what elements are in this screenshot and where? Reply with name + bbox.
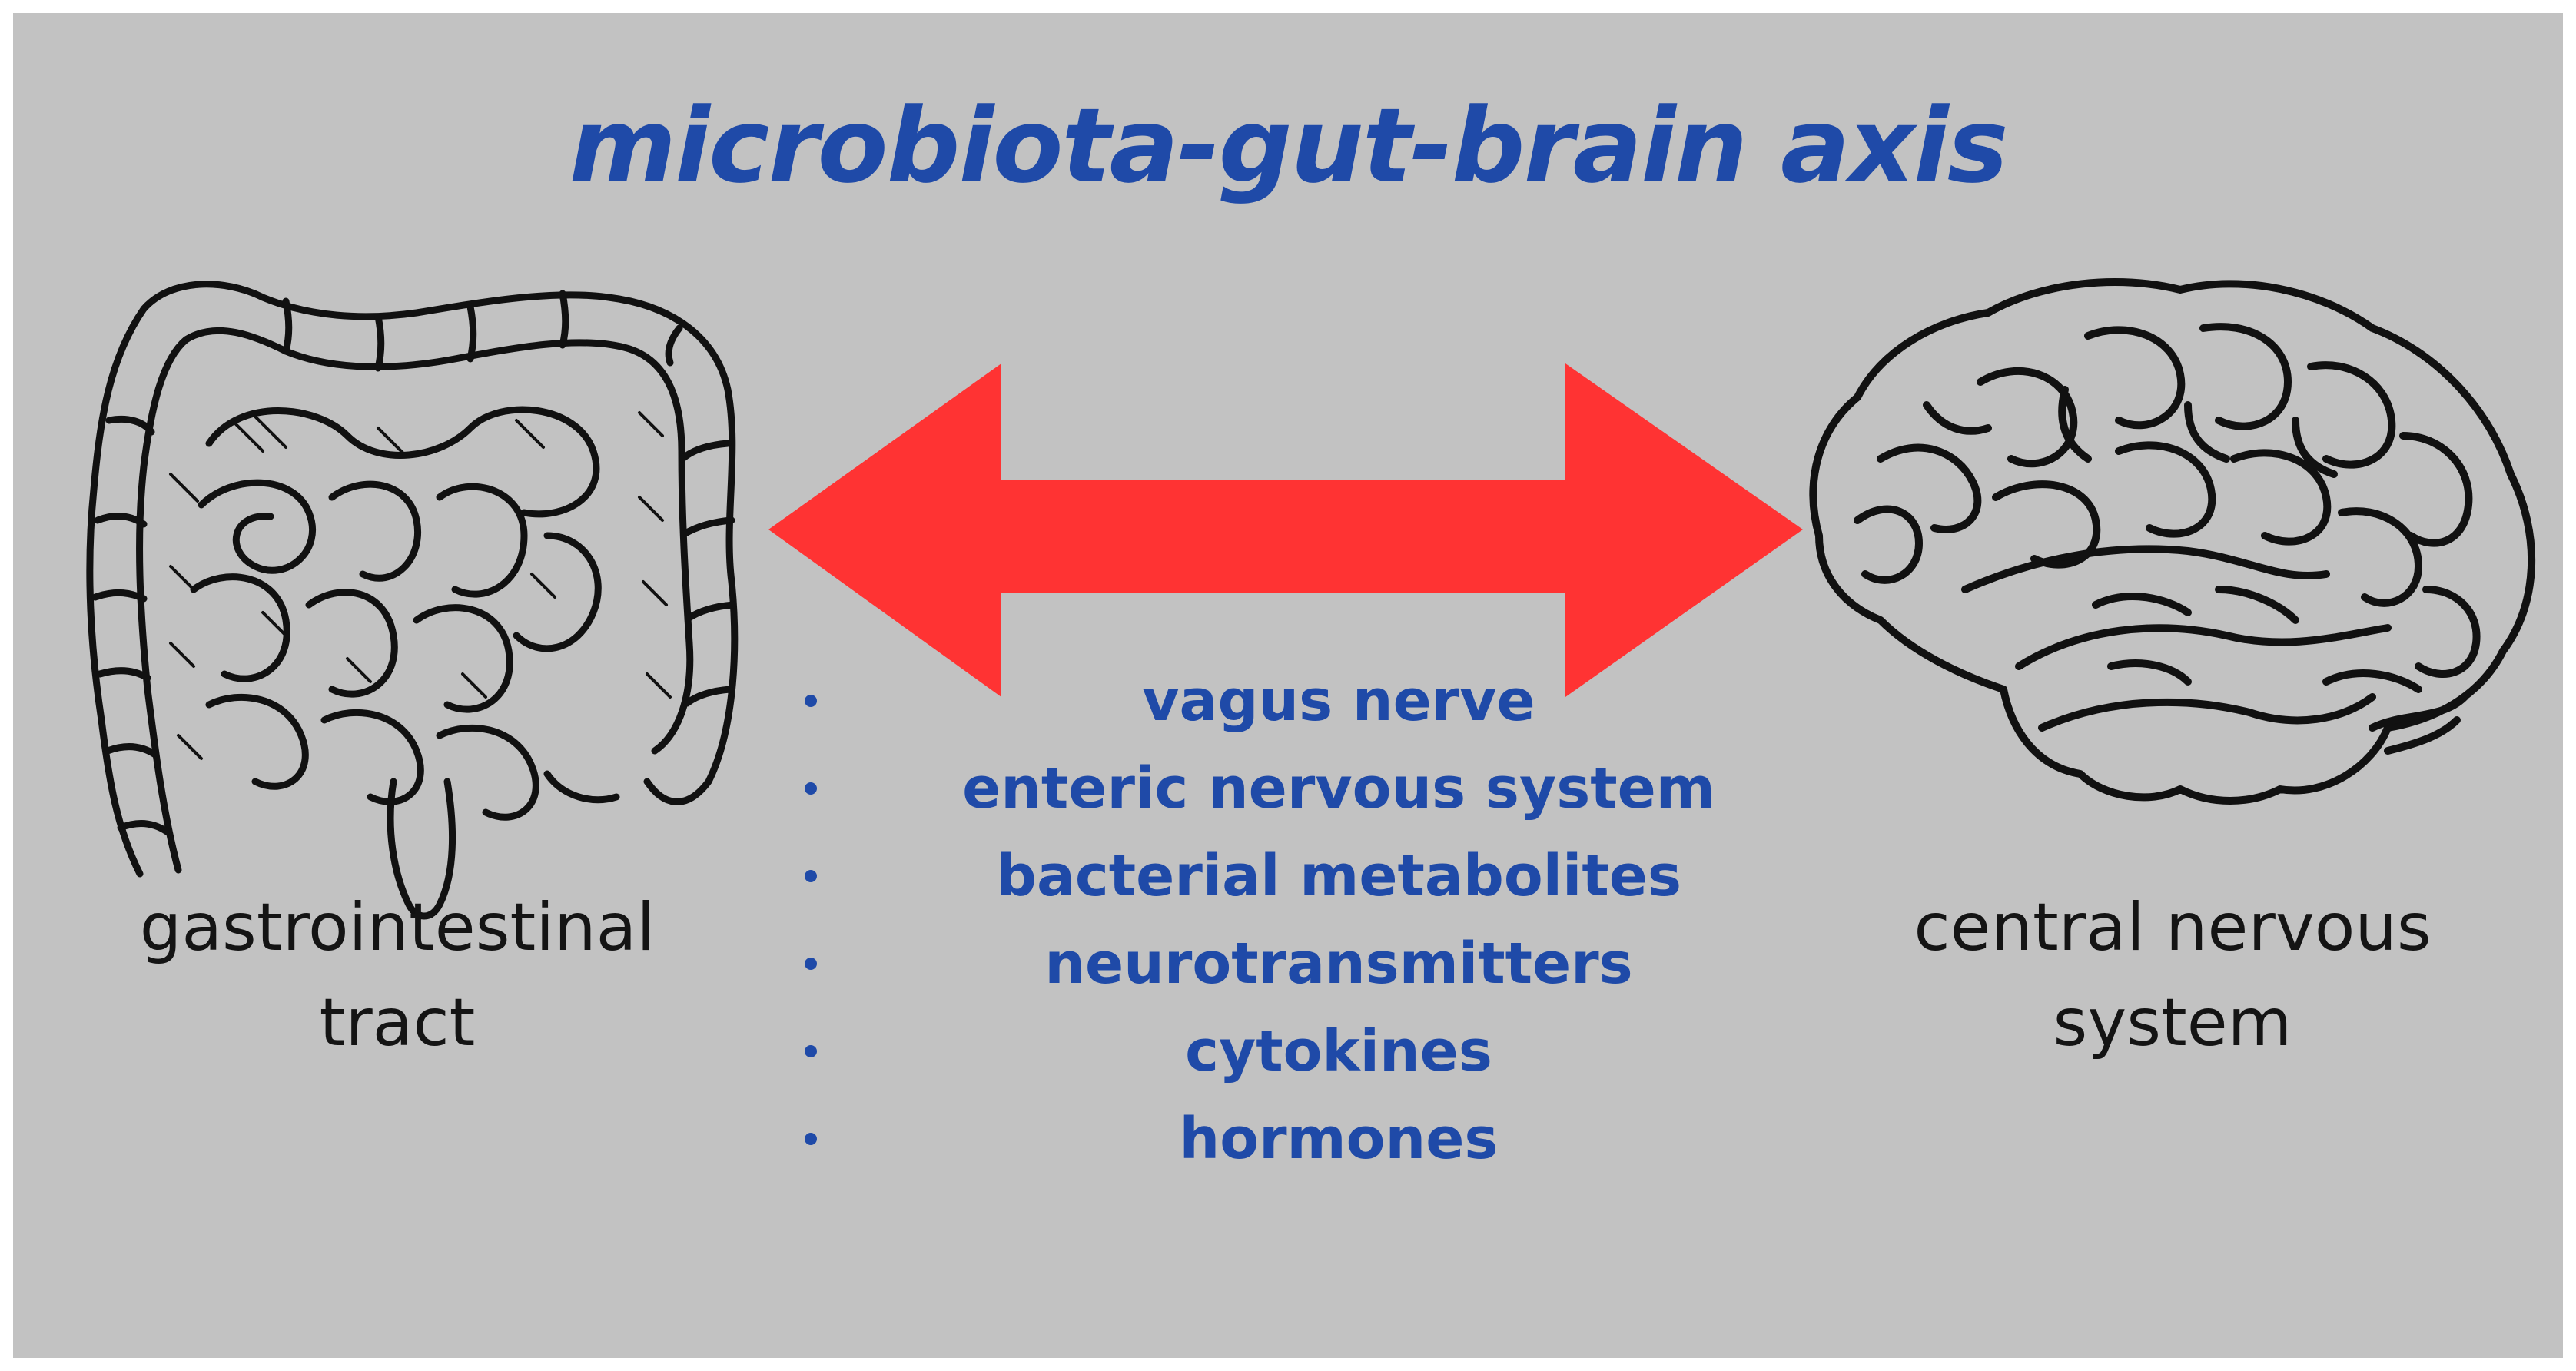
list-item: vagus nerve [13,657,2563,745]
bullet-icon [805,870,817,882]
bullet-icon [805,958,817,970]
bullet-icon [805,1045,817,1057]
bullet-icon [805,782,817,795]
list-item: hormones [13,1095,2563,1183]
mechanism-label: neurotransmitters [1044,931,1633,997]
mechanism-list: vagus nerve enteric nervous system bacte… [13,13,2563,1358]
mechanism-label: hormones [1179,1106,1499,1172]
bullet-icon [805,695,817,707]
intestine-icon [86,281,739,920]
gastrointestinal-tract-label: gastrointestinal tract [139,889,656,1061]
list-item: neurotransmitters [13,920,2563,1008]
diagram-panel: microbiota-gut-brain axis [13,13,2563,1358]
list-item: bacterial metabolites [13,832,2563,920]
list-item: cytokines [13,1008,2563,1095]
diagram-title: microbiota-gut-brain axis [569,86,2008,206]
mechanism-label: vagus nerve [1142,668,1535,734]
list-item: enteric nervous system [13,745,2563,832]
bullet-icon [805,1133,817,1145]
mechanism-label: enteric nervous system [962,755,1715,822]
mechanism-label: bacterial metabolites [995,843,1681,909]
central-nervous-system-label: central nervous system [1914,889,2432,1061]
brain-icon [1809,278,2536,805]
mechanism-label: cytokines [1185,1018,1492,1084]
double-arrow-icon [768,363,1803,697]
